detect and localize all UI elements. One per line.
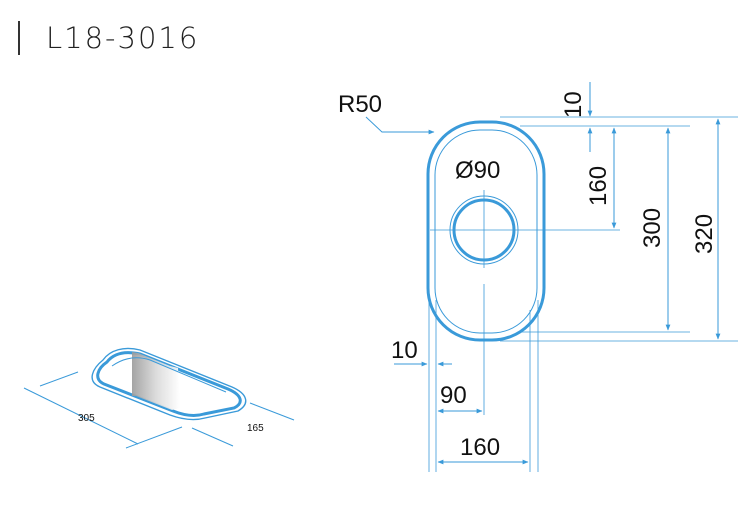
drain-offset-y-label: 160 (585, 166, 612, 206)
sink-back-edge (111, 357, 227, 393)
sink-plan-view: R50 Ø90 10 160 300 320 10 90 (338, 82, 738, 472)
rim-top-label: 10 (560, 91, 587, 118)
length-dim-line (23, 387, 139, 445)
radius-leader (365, 116, 435, 135)
radius-label: R50 (338, 91, 382, 118)
length-ext-right (125, 426, 183, 449)
sink-inner-rim (96, 351, 242, 417)
rim-side-label: 10 (391, 337, 418, 364)
perspective-length-label: 305 (78, 413, 95, 424)
drain-offset-x-label: 90 (440, 382, 467, 409)
sink-perspective: 305 165 (23, 347, 295, 449)
inner-length-label: 300 (639, 208, 666, 248)
plan-inner-outline (434, 129, 538, 334)
drain-diameter-label: Ø90 (455, 157, 500, 184)
plan-outer-outline (426, 120, 546, 342)
sink-bowl-shading (132, 352, 180, 410)
title-divider (18, 21, 20, 55)
title-block: L18-3016 (18, 18, 199, 58)
model-title: L18-3016 (46, 21, 200, 55)
sink-outer-rim (91, 347, 247, 421)
perspective-width-label: 165 (247, 423, 264, 434)
width-dim-line (191, 427, 234, 447)
outer-width-label: 160 (460, 434, 500, 461)
outer-length-label: 320 (691, 214, 718, 254)
length-ext-left (39, 371, 79, 387)
width-dim-line-2 (249, 402, 295, 421)
